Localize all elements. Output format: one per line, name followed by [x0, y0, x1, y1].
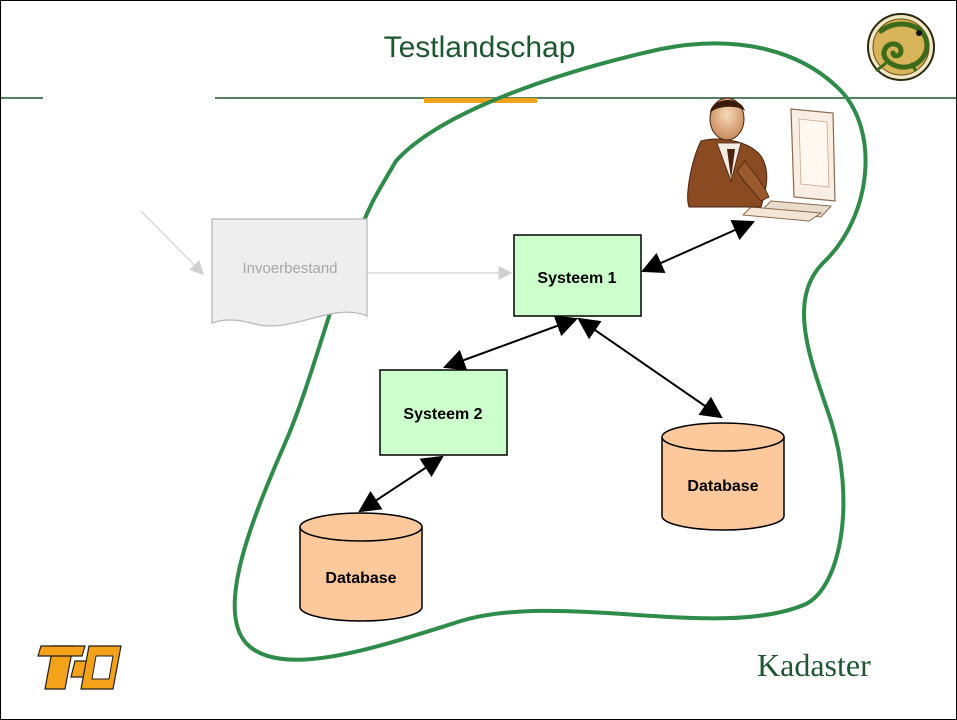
- input-file-shape: [211, 218, 368, 327]
- input-file-label: Invoerbestand: [242, 260, 337, 277]
- system1-box: [513, 234, 642, 317]
- user-at-computer-icon: [687, 97, 836, 222]
- arrow-system1-user: [640, 220, 756, 273]
- chameleon-logo-icon: [867, 13, 935, 81]
- database-right-label: Database: [687, 478, 758, 495]
- accent-bar: [424, 98, 537, 103]
- arrow-system1-database: [577, 317, 723, 419]
- arrow-system2-database: [358, 455, 444, 513]
- tsg-logo-icon: [37, 645, 122, 690]
- incoming-faded-line: [140, 210, 204, 275]
- database-right: [661, 422, 785, 531]
- arrow-system1-system2: [442, 315, 579, 371]
- database-left-label: Database: [325, 570, 396, 587]
- system-boundary: [232, 41, 868, 662]
- system1-label: Systeem 1: [537, 270, 616, 287]
- system2-label: Systeem 2: [403, 406, 482, 423]
- kadaster-logo: Kadaster: [757, 647, 871, 683]
- slide-title: Testlandschap: [383, 31, 576, 64]
- system2-box: [379, 369, 508, 456]
- database-left: [299, 512, 423, 622]
